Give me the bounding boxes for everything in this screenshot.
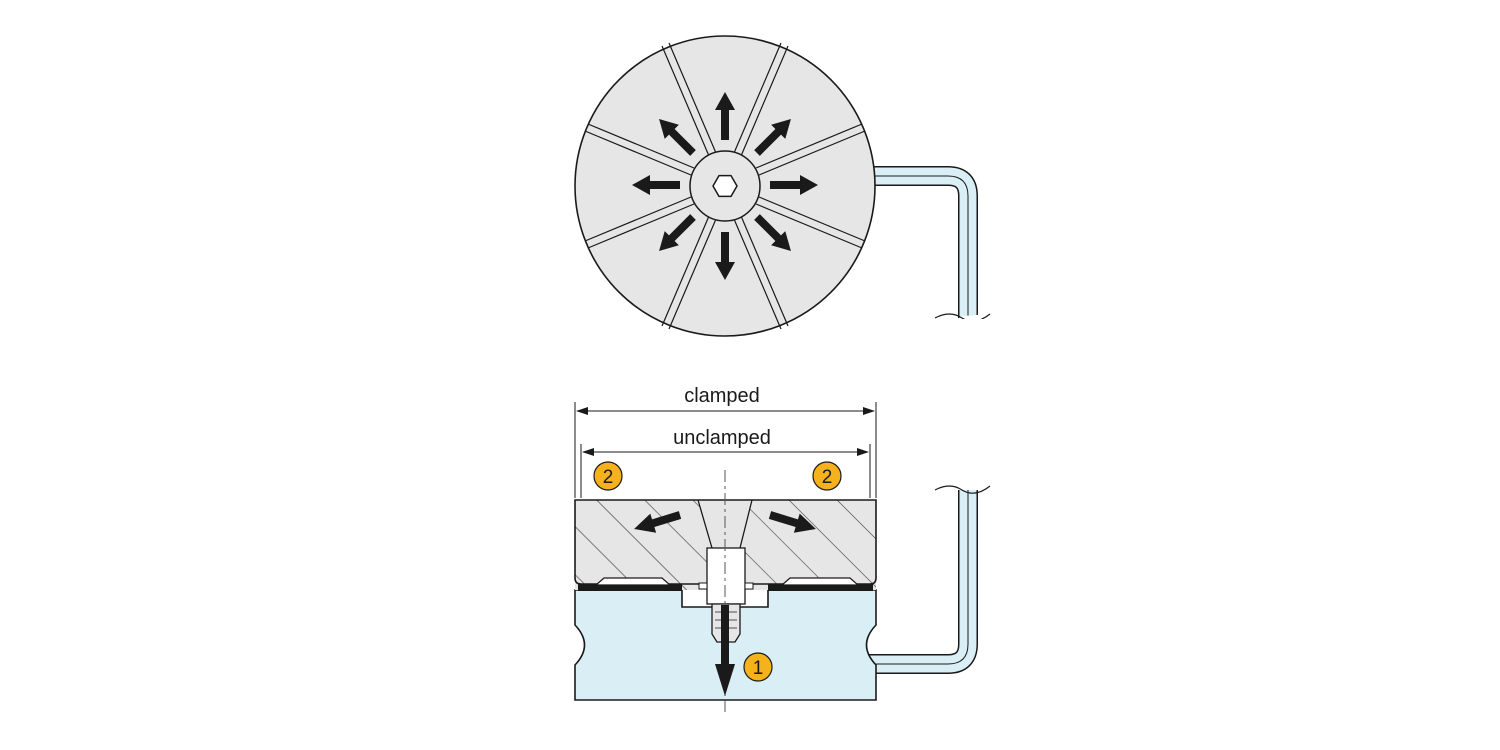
supply-tube-top bbox=[872, 166, 991, 329]
top-view bbox=[574, 35, 991, 337]
arrow-icon bbox=[754, 214, 791, 251]
callout-segment-right: 2 bbox=[812, 461, 842, 491]
segment-slots bbox=[584, 42, 866, 330]
dimension-lines bbox=[574, 402, 877, 498]
callout-segment-left: 2 bbox=[593, 461, 623, 491]
arrow-icon bbox=[715, 92, 735, 140]
svg-text:2: 2 bbox=[603, 467, 614, 488]
segment-arrow-right-icon bbox=[768, 511, 816, 533]
section-view: clamped unclamped 2 2 1 bbox=[574, 385, 991, 712]
arrow-icon bbox=[715, 232, 735, 280]
svg-text:2: 2 bbox=[822, 467, 833, 488]
supply-tube-section bbox=[862, 478, 991, 674]
clamping-screw bbox=[698, 547, 754, 643]
arrow-icon bbox=[659, 119, 696, 156]
arrow-icon bbox=[632, 175, 680, 195]
hexagon-socket-icon bbox=[712, 174, 738, 198]
arrow-icon bbox=[754, 119, 791, 156]
segment-arrow-left-icon bbox=[634, 511, 682, 533]
arrow-icon bbox=[659, 214, 696, 251]
label-clamped: clamped bbox=[684, 385, 760, 407]
radial-expansion-arrows bbox=[632, 92, 818, 280]
callout-screw: 1 bbox=[743, 652, 773, 682]
svg-text:1: 1 bbox=[753, 658, 764, 679]
arrow-icon bbox=[770, 175, 818, 195]
pull-down-arrow-icon bbox=[715, 605, 735, 696]
label-unclamped: unclamped bbox=[673, 427, 771, 449]
clamping-plate-section bbox=[574, 499, 877, 590]
clamping-segments bbox=[578, 577, 873, 591]
